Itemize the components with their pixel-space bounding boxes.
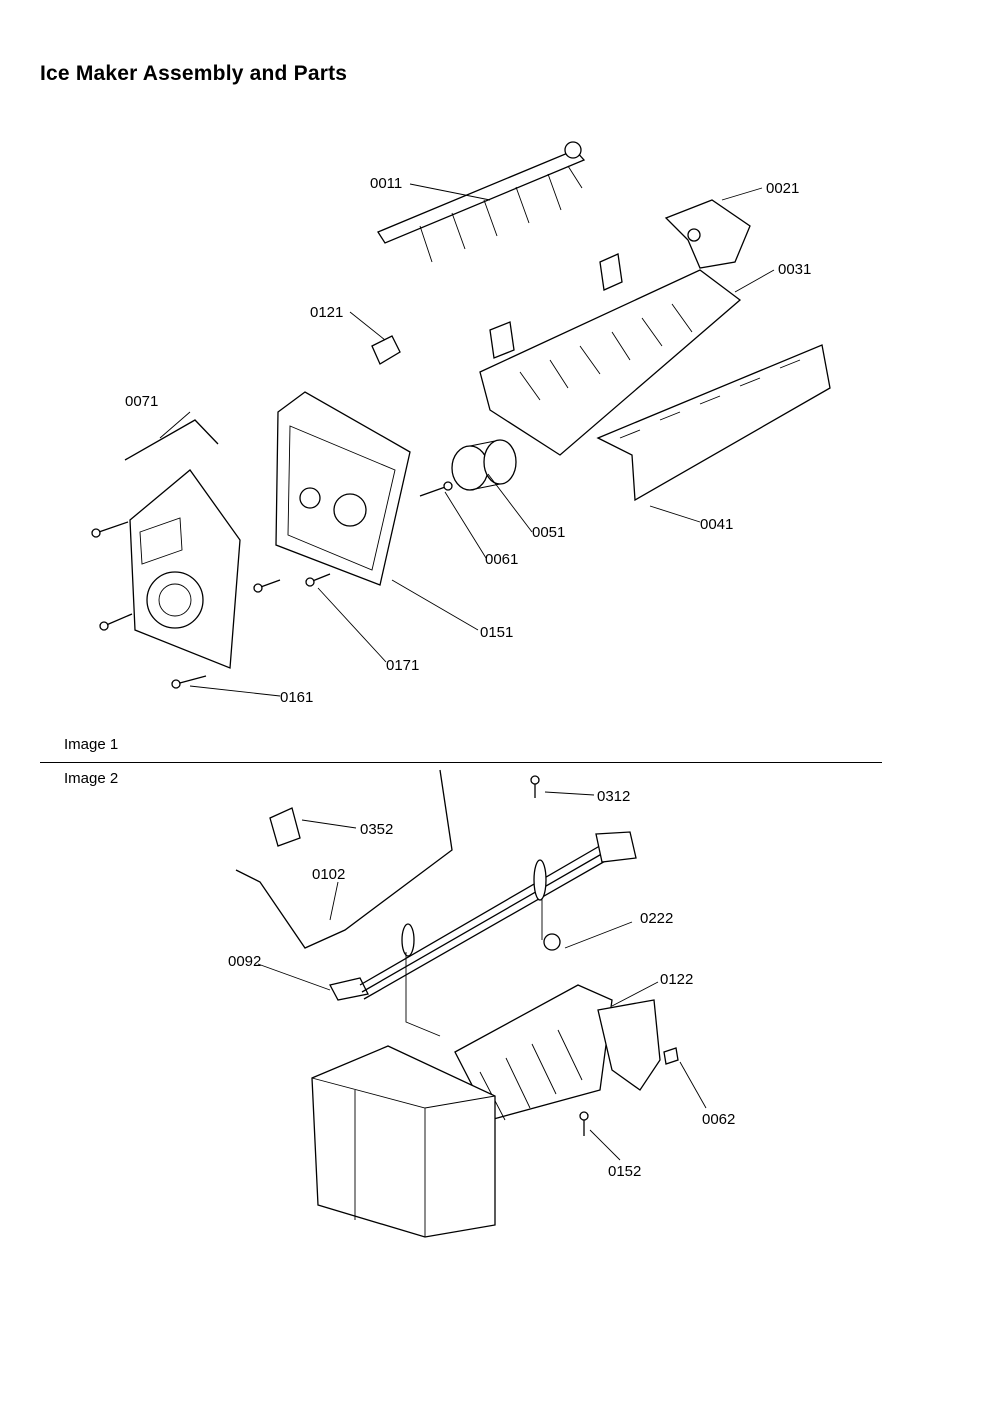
ice-maker-cover-part (311, 1045, 496, 1238)
clip-part (371, 335, 401, 365)
image-2-caption: Image 2 (64, 770, 119, 787)
clip-0352-part (269, 807, 357, 847)
callout-0031: 0031 (778, 261, 811, 278)
callout-0011: 0011 (370, 175, 402, 192)
mold-part (479, 253, 742, 456)
callout-0222: 0222 (640, 910, 673, 927)
pin-part (419, 481, 453, 497)
callout-0121: 0121 (310, 304, 343, 321)
page-title: Ice Maker Assembly and Parts (40, 62, 348, 85)
screw-parts (91, 521, 331, 689)
front-cover-strip-part (596, 344, 831, 502)
wire-harness-part (257, 831, 637, 1001)
callout-0161: 0161 (280, 689, 313, 706)
callout-0062: 0062 (702, 1111, 735, 1128)
image-1-caption: Image 1 (64, 736, 119, 753)
small-part-0062 (663, 1047, 707, 1109)
thermostat-part (543, 921, 633, 951)
callout-0021: 0021 (766, 180, 799, 197)
image-2-diagram: 0312 0352 0102 0092 0222 0122 0062 0152 (228, 769, 735, 1238)
ejector-rake-part (377, 141, 586, 263)
motor-part (451, 439, 517, 491)
callout-0051: 0051 (532, 524, 565, 541)
screw-0312-part (530, 775, 595, 798)
callout-0312: 0312 (597, 788, 630, 805)
fill-cup-part (664, 199, 751, 269)
callout-0171: 0171 (386, 657, 419, 674)
callout-0352: 0352 (360, 821, 393, 838)
screw-0152-part (579, 1111, 621, 1161)
housing-part (275, 391, 411, 586)
heater-wire-part (235, 769, 453, 949)
callout-0151: 0151 (480, 624, 513, 641)
callout-0092: 0092 (228, 953, 261, 970)
callout-0061: 0061 (485, 551, 518, 568)
callout-0122: 0122 (660, 971, 693, 988)
callout-0102: 0102 (312, 866, 345, 883)
ice-maker-mold-part (454, 981, 661, 1121)
control-module-part (124, 419, 241, 669)
section-divider (40, 762, 882, 763)
image-1-diagram: 0011 0021 0031 0041 0051 0061 0071 0121 … (91, 141, 831, 706)
callout-0071: 0071 (125, 393, 158, 410)
callout-0041: 0041 (700, 516, 733, 533)
callout-0152: 0152 (608, 1163, 641, 1180)
